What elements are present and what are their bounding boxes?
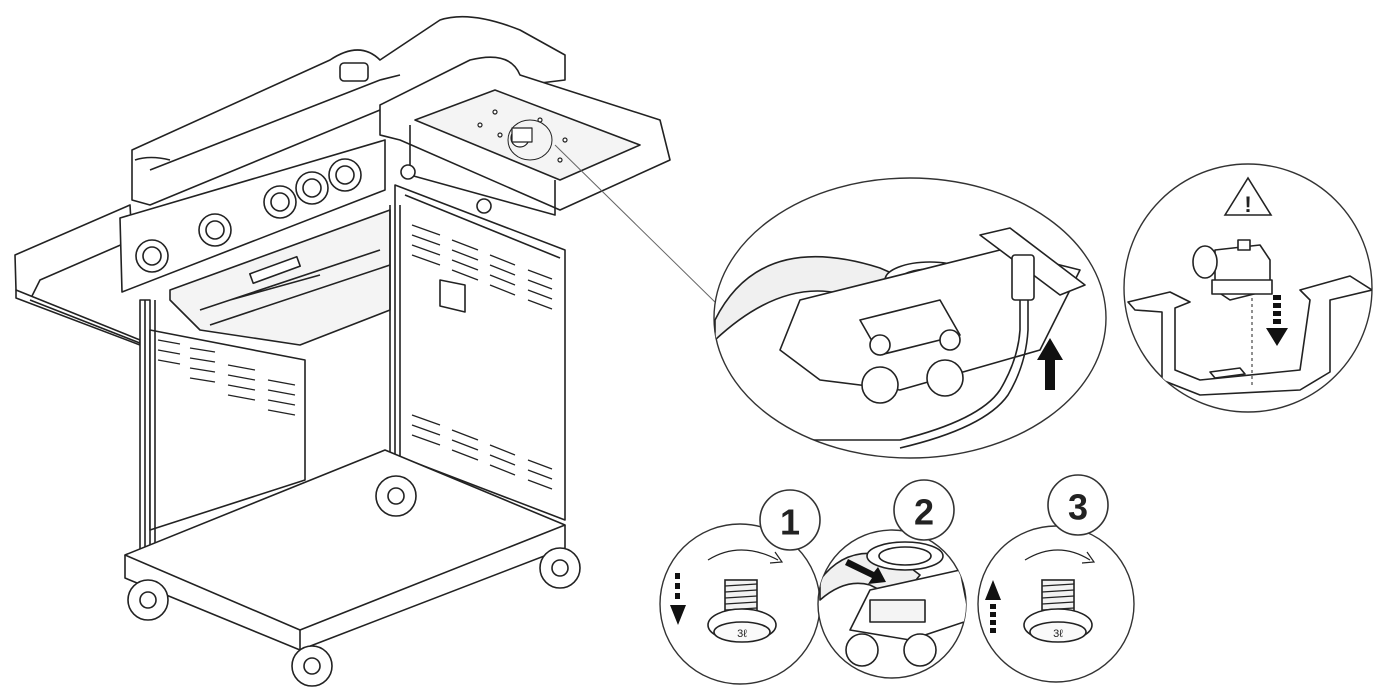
- warning-detail-icon: !: [1123, 163, 1373, 413]
- warning-triangle-icon: [1223, 176, 1273, 216]
- step-3: 3ℓ 3: [977, 474, 1135, 683]
- grill-illustration-icon: [14, 15, 671, 687]
- svg-text:3ℓ: 3ℓ: [737, 628, 747, 640]
- knob-icon: [135, 158, 362, 273]
- caster-icon: [127, 475, 581, 687]
- svg-text:1: 1: [780, 502, 800, 543]
- leader-line: [554, 144, 719, 306]
- svg-text:3: 3: [1068, 487, 1088, 528]
- step-badge-3: [1047, 474, 1109, 536]
- dashed-arrow-down-icon: [1266, 295, 1288, 346]
- step-badge-2: [893, 479, 955, 541]
- step-2: 2: [817, 479, 967, 679]
- step-1: 3ℓ 1: [659, 489, 821, 685]
- step-badge-1: [759, 489, 821, 551]
- arrow-up-icon: [1037, 338, 1063, 390]
- dashed-arrow-up-icon: [985, 580, 1001, 633]
- svg-text:3ℓ: 3ℓ: [1053, 628, 1063, 640]
- valve-detail-icon: [713, 177, 1107, 459]
- dashed-arrow-down-icon: [670, 573, 686, 625]
- svg-text:!: !: [1244, 192, 1251, 217]
- svg-text:2: 2: [914, 492, 934, 533]
- arrow-icon: [845, 559, 886, 584]
